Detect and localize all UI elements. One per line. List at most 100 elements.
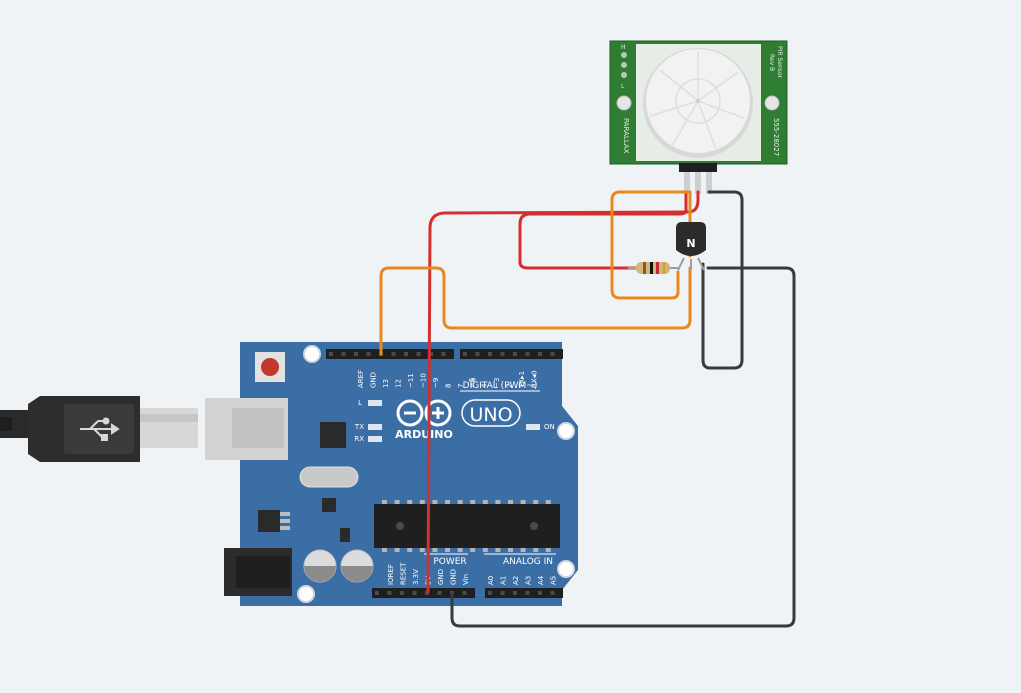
uno-badge (461, 399, 521, 427)
digital-pin[interactable] (513, 352, 517, 356)
wire-gnd[interactable] (450, 266, 796, 628)
arduino-board[interactable]: UNO ARDUINO L TX RX ON DIGITAL (PWM~) PO… (205, 342, 578, 606)
pir-sensor[interactable]: H L PARALLAX PIR Sensor Rev B 555-28027 (609, 40, 788, 194)
usb-icon (80, 417, 120, 441)
analog-pin[interactable] (538, 591, 542, 595)
digital-pin[interactable] (441, 352, 446, 356)
chip-pin (382, 500, 387, 504)
capacitor (340, 549, 374, 583)
led-l (368, 400, 382, 406)
power-pin[interactable] (400, 591, 404, 595)
pin-label: TX▸1 (518, 371, 526, 389)
wire-pir-gnd[interactable] (701, 190, 744, 370)
led-label-tx: TX (354, 423, 364, 431)
digital-pin[interactable] (550, 352, 555, 356)
pin-label: 3.3V (412, 569, 420, 585)
power-pin[interactable] (437, 591, 442, 595)
digital-pin[interactable] (475, 352, 480, 356)
mode-jumper[interactable] (621, 52, 627, 78)
power-pin[interactable] (412, 591, 417, 595)
usb-chip (320, 422, 346, 448)
pir-pin-gnd[interactable] (706, 172, 712, 194)
pir-rev: Rev B (768, 54, 775, 71)
pin-label: IOREF (387, 564, 395, 585)
analog-pin[interactable] (550, 591, 555, 595)
usb-cable[interactable] (0, 396, 198, 462)
mount-hole (764, 95, 780, 111)
pin-label: AREF (357, 370, 365, 388)
digital-pin[interactable] (500, 352, 505, 356)
digital-pin[interactable] (525, 352, 530, 356)
arduino-logo (396, 399, 452, 427)
analog-pin[interactable] (513, 591, 517, 595)
resistor[interactable] (628, 262, 678, 274)
digital-pin[interactable] (391, 352, 396, 356)
chip-pin (470, 548, 476, 552)
pin-label: ~5 (468, 378, 476, 388)
pin-label: GND (437, 569, 445, 585)
digital-pin[interactable] (463, 352, 467, 356)
digital-pin-header[interactable] (326, 349, 563, 359)
chip-pin (533, 500, 539, 504)
pin-label: A4 (537, 575, 545, 585)
digital-pin[interactable] (429, 352, 433, 356)
crystal (299, 466, 359, 488)
pin-label: GND (450, 569, 458, 585)
pin-label: 7 (457, 384, 465, 388)
jumper-label-l: L (621, 83, 625, 90)
led-on (526, 424, 540, 430)
model-label: UNO (469, 404, 512, 426)
wire-pin-12[interactable] (379, 266, 692, 356)
mount-hole (303, 345, 321, 363)
pin-label: RX◂0 (531, 370, 539, 388)
chip-pin (394, 500, 400, 504)
digital-pin[interactable] (354, 352, 358, 356)
analog-pin-header[interactable] (485, 588, 563, 598)
analog-pin[interactable] (525, 591, 530, 595)
digital-pin[interactable] (416, 352, 421, 356)
pin-label: 12 (395, 379, 403, 388)
pir-part-number: 555-28027 (772, 118, 780, 156)
led-label-l: L (358, 399, 362, 407)
analog-pin[interactable] (488, 591, 492, 595)
power-pin[interactable] (462, 591, 467, 595)
chip-pin (482, 500, 488, 504)
power-pin-header[interactable] (372, 588, 475, 598)
pir-pin-header (679, 163, 717, 172)
digital-pin[interactable] (538, 352, 542, 356)
pin-label: A0 (487, 576, 495, 585)
digital-pin[interactable] (341, 352, 346, 356)
wire-pir-out[interactable] (518, 190, 688, 270)
pin-label: 13 (382, 379, 390, 388)
chip-pin (495, 500, 501, 504)
pin-label: ~10 (420, 373, 428, 388)
pir-pin-vcc[interactable] (684, 172, 690, 194)
chip-pin (545, 548, 551, 552)
chip-pin (482, 548, 488, 552)
pin-label: A5 (550, 576, 558, 585)
power-pin[interactable] (375, 591, 379, 595)
digital-pin[interactable] (488, 352, 492, 356)
digital-pin[interactable] (404, 352, 408, 356)
chip-pin (508, 500, 513, 504)
pin-label: A1 (500, 576, 508, 585)
digital-pin[interactable] (329, 352, 333, 356)
npn-transistor[interactable]: N (676, 222, 706, 271)
pir-maker: PARALLAX (622, 118, 630, 154)
chip-pin (407, 500, 413, 504)
wire-transistor-loop[interactable] (610, 190, 692, 300)
digital-pin[interactable] (366, 352, 371, 356)
chip-pin (520, 548, 526, 552)
chip-pin (520, 500, 526, 504)
analog-pin[interactable] (500, 591, 505, 595)
digital-header: DIGITAL (PWM~) (463, 381, 538, 391)
pin-label: ~9 (432, 378, 440, 388)
mount-hole (557, 422, 575, 440)
chip-pin (394, 548, 400, 552)
pin-label: A2 (512, 576, 520, 585)
power-pin[interactable] (387, 591, 392, 595)
analog-header: ANALOG IN (503, 557, 553, 567)
pir-pin-out[interactable] (695, 172, 701, 194)
chip-pin (432, 548, 438, 552)
